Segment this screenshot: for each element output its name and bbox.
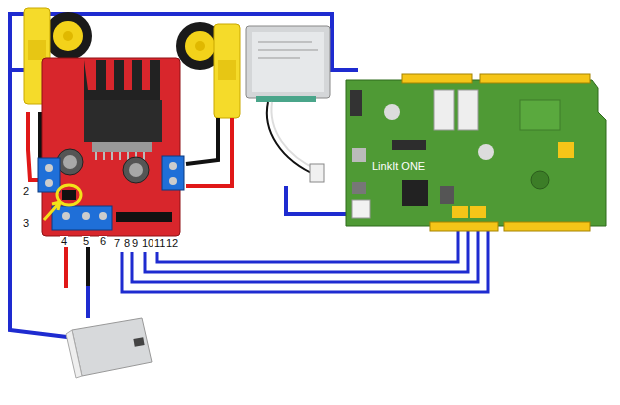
board-name: LinkIt ONE <box>372 160 425 172</box>
lipo-battery <box>246 26 330 182</box>
callout-number: 7 <box>113 238 121 249</box>
highlight-circle <box>57 185 81 205</box>
signal-wire <box>122 228 488 292</box>
callout-number: 5 <box>82 236 90 247</box>
blue-wire <box>86 286 90 318</box>
callout-number: 2 <box>22 186 30 197</box>
signal-wire <box>157 228 458 262</box>
board-node: LinkIt ONE <box>346 80 606 226</box>
signal-wire <box>145 228 468 272</box>
callout-number: 4 <box>60 236 68 247</box>
motor-driver <box>38 58 184 236</box>
callout-number: 8 <box>123 238 131 249</box>
black-wire <box>186 118 218 164</box>
callout-number: 3 <box>22 218 30 229</box>
right-motor <box>176 22 240 118</box>
linkit-board <box>346 74 606 231</box>
callout-number: 12 <box>165 238 179 249</box>
blue-wire <box>286 186 352 214</box>
highlight-arrow <box>44 202 60 220</box>
black-wire <box>38 112 42 165</box>
callout-number: 9 <box>131 238 139 249</box>
red-wire <box>186 118 232 186</box>
power-bank <box>66 318 152 378</box>
callout-number: 6 <box>99 236 107 247</box>
signal-wire <box>132 228 478 282</box>
